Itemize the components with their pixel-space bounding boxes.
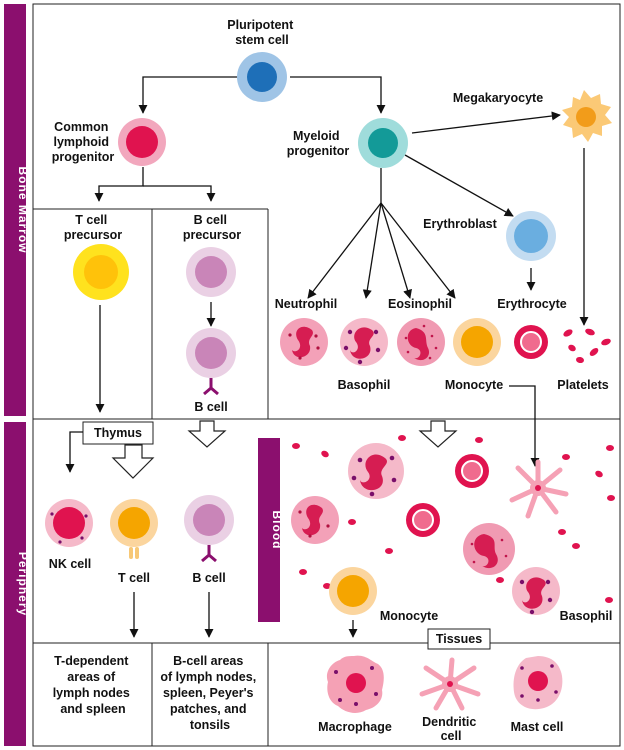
neutrophil-label: Neutrophil [275, 297, 338, 311]
pluripotent-stem-cell [237, 52, 287, 102]
megakaryocyte-label: Megakaryocyte [453, 91, 543, 105]
blood-erythrocyte-2 [406, 503, 440, 537]
frame [32, 3, 621, 747]
mast-cell [513, 656, 563, 710]
blood-neutrophil [291, 496, 339, 544]
common-lymphoid-progenitor [118, 118, 166, 166]
tissues-box: Tissues [427, 628, 491, 650]
platelets-group [563, 328, 611, 364]
thymus-box: Thymus [82, 421, 154, 445]
eosinophil-label: Eosinophil [388, 297, 452, 311]
myeloid-label: Myeloid progenitor [287, 129, 350, 158]
b-precursor-label: B cell precursor [183, 213, 241, 242]
erythroblast-label: Erythroblast [423, 217, 497, 231]
blood-label: Blood [270, 511, 284, 550]
platelets-label: Platelets [557, 378, 608, 392]
neutrophil-cell [280, 318, 328, 366]
b-cell-periphery [184, 495, 234, 563]
basophil-blood-label: Basophil [560, 609, 613, 623]
mast-label: Mast cell [511, 720, 564, 734]
erythrocyte-label: Erythrocyte [497, 297, 567, 311]
arrows [65, 76, 589, 638]
blood-dendritic-cell [509, 459, 569, 519]
dendritic-cell-tissue [419, 657, 481, 711]
monocyte-cell-marrow [453, 318, 501, 366]
sidebar-periphery: Periphery [4, 422, 30, 746]
b-cell-marrow [186, 328, 236, 396]
blood-platelets [292, 435, 615, 603]
tissues-label: Tissues [436, 632, 482, 646]
megakaryocyte-cell [562, 90, 612, 142]
macrophage-cell [326, 655, 384, 713]
blood-eosinophil [463, 523, 515, 575]
common-lymphoid-label: Common lymphoid progenitor [52, 120, 115, 164]
macrophage-label: Macrophage [318, 720, 392, 734]
labels: Pluripotent stem cell Common lymphoid pr… [49, 18, 613, 743]
b-cell-marrow-label: B cell [194, 400, 227, 414]
t-cell-precursor [73, 244, 129, 300]
t-cell [110, 499, 158, 559]
blood-basophil-bottom [512, 567, 560, 615]
erythroblast-cell [506, 211, 556, 261]
blood-label-box: Blood [258, 438, 284, 622]
pluripotent-label: Pluripotent stem cell [227, 18, 296, 47]
monocyte-blood-label: Monocyte [380, 609, 438, 623]
t-cell-label: T cell [118, 571, 150, 585]
b-cell-precursor [186, 247, 236, 297]
blood-basophil-top [348, 443, 404, 499]
t-areas-text: T-dependent areas of lymph nodes and spl… [53, 654, 134, 716]
dendritic-label: Dendritic cell [422, 715, 480, 743]
nk-cell [45, 499, 93, 547]
periphery-label: Periphery [16, 552, 30, 616]
erythrocyte-cell [514, 325, 548, 359]
basophil-cell-marrow [340, 318, 388, 366]
blood-monocyte [329, 567, 377, 615]
eosinophil-cell [397, 318, 445, 366]
b-cell-periphery-label: B cell [192, 571, 225, 585]
myeloid-progenitor [358, 118, 408, 168]
t-precursor-label: T cell precursor [64, 213, 122, 242]
thymus-label: Thymus [94, 426, 142, 440]
nk-cell-label: NK cell [49, 557, 91, 571]
b-areas-text: B-cell areas of lymph nodes, spleen, Pey… [160, 654, 259, 732]
block-arrows [111, 420, 458, 479]
monocyte-label: Monocyte [445, 378, 503, 392]
bone-marrow-label: Bone Marrow [16, 166, 30, 253]
bottom-text: T-dependent areas of lymph nodes and spl… [53, 654, 259, 732]
basophil-label: Basophil [338, 378, 391, 392]
sidebar-bone-marrow: Bone Marrow [4, 4, 30, 416]
blood-erythrocyte-1 [455, 454, 489, 488]
